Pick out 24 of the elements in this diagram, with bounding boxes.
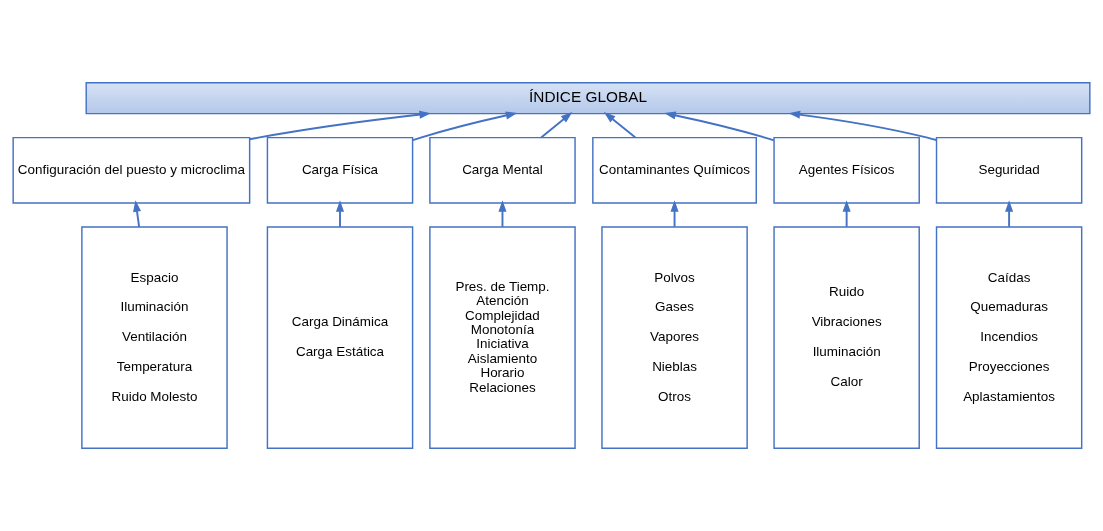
node-box: Contaminantes Químicos (592, 136, 757, 204)
node-box: Caídas Quemaduras Incendios Proyecciones Aplastamientos (935, 226, 1083, 449)
arrow (1005, 200, 1014, 228)
node-box: Pres. de Tiemp. Atención Complejidad Monotonía Iniciativa Aislamiento Horario Relaciones (429, 226, 576, 449)
arrow (788, 110, 938, 141)
arrow (670, 200, 679, 228)
node-box: ÍNDICE GLOBAL (85, 82, 1091, 115)
node-box: Ruido Vibraciones Iluminación Calor (773, 226, 920, 449)
node-box: Polvos Gases Vapores Nieblas Otros (601, 226, 748, 449)
node-box: Carga Dinámica Carga Estática (266, 226, 414, 449)
arrow (842, 200, 851, 228)
arrow (133, 200, 142, 228)
node-box: Espacio Iluminación Ventilación Temperatura Ruido Molesto (81, 226, 228, 449)
node-box: Carga Mental (429, 136, 576, 204)
node-box: Carga Física (266, 136, 414, 204)
arrow (411, 111, 518, 142)
arrow (603, 112, 637, 139)
arrow (664, 111, 775, 142)
arrow (540, 112, 573, 139)
node-box: Seguridad (935, 136, 1083, 204)
arrow (335, 200, 345, 228)
arrow (248, 110, 431, 141)
node-box: Configuración del puesto y microclima (12, 136, 251, 204)
node-box: Agentes Físicos (773, 136, 920, 204)
